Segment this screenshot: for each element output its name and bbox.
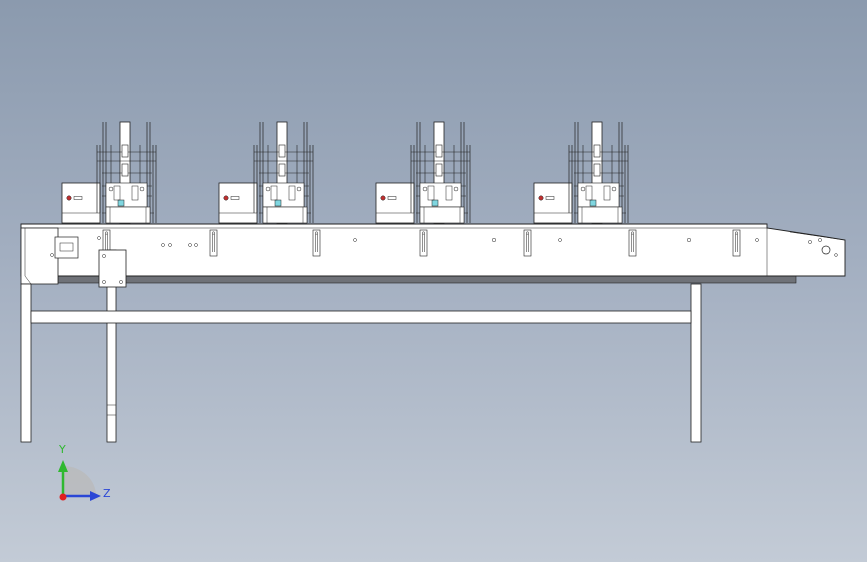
feeder-module (533, 121, 629, 224)
conveyor-frame (20, 223, 846, 285)
z-axis-label: Z (103, 487, 111, 500)
support-stand (20, 249, 702, 443)
feeder-module (218, 121, 314, 224)
view-orientation-triad[interactable] (58, 460, 101, 501)
y-axis-label: Y (59, 443, 66, 456)
feeder-module (61, 121, 157, 224)
feeder-module (375, 121, 471, 224)
